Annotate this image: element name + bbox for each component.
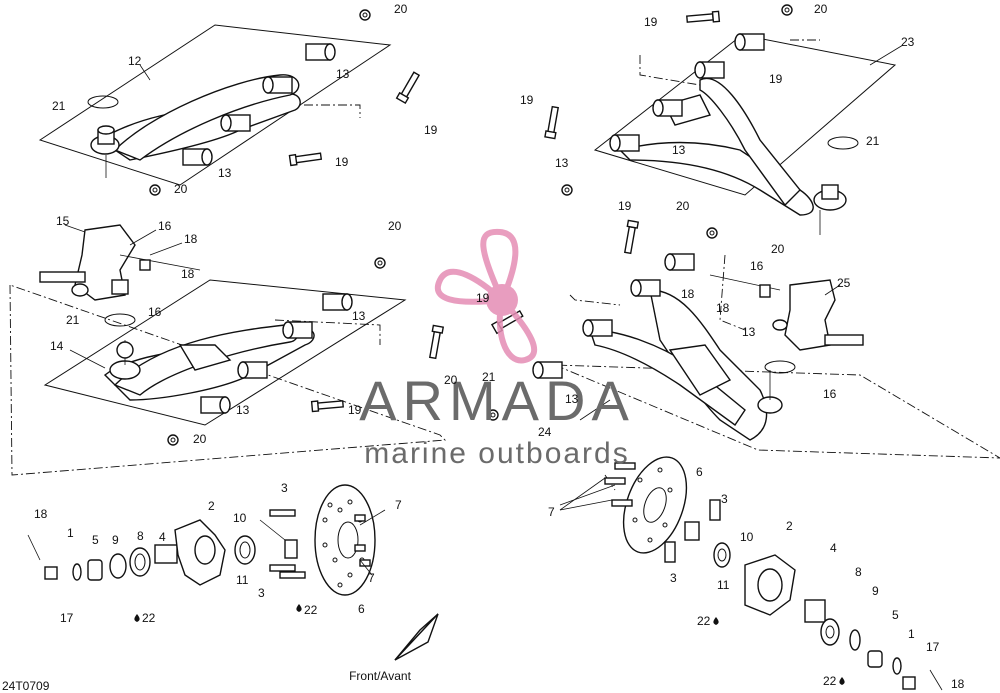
callout-label-20: 20 (814, 2, 828, 16)
callout-label-13: 13 (236, 403, 250, 417)
callout-label-2: 2 (786, 519, 793, 533)
callout-label-1: 1 (67, 526, 74, 540)
callout-label-20: 20 (193, 432, 207, 446)
callout-label-18: 18 (716, 301, 730, 315)
right-steering-knuckle (709, 274, 864, 351)
callout-label-20: 20 (676, 199, 690, 213)
callout-label-16: 16 (148, 305, 162, 319)
callout-label-8: 8 (137, 529, 144, 543)
right-upper-a-arm (618, 77, 847, 235)
nut-20-group (149, 4, 793, 446)
callout-label-18: 18 (681, 287, 695, 301)
callout-label-13: 13 (218, 166, 232, 180)
callout-label-22: 22 (304, 603, 318, 617)
callout-label-23: 23 (901, 35, 915, 49)
callout-label-13: 13 (555, 156, 569, 170)
callout-label-20: 20 (771, 242, 785, 256)
callout-label-19: 19 (424, 123, 438, 137)
callout-label-13: 13 (565, 392, 579, 406)
callout-label-12: 12 (128, 54, 142, 68)
watermark-tagline: marine outboards (364, 437, 629, 470)
callout-label-7: 7 (368, 571, 375, 585)
callout-label-18: 18 (184, 232, 198, 246)
callout-label-18: 18 (951, 677, 965, 691)
callout-label-16: 16 (750, 259, 764, 273)
callout-label-22: 22 (823, 674, 837, 688)
callout-label-16: 16 (158, 219, 172, 233)
callout-label-5: 5 (892, 608, 899, 622)
callout-label-13: 13 (352, 309, 366, 323)
bushing-13-group (182, 33, 765, 414)
callout-label-25: 25 (837, 276, 851, 290)
retaining-ring-21-group (87, 95, 859, 374)
callout-label-3: 3 (258, 586, 265, 600)
callout-label-10: 10 (740, 530, 754, 544)
drawing-code: 24T0709 (2, 679, 50, 693)
callout-label-15: 15 (56, 214, 70, 228)
propeller-logo (435, 228, 538, 364)
callout-label-2: 2 (208, 499, 215, 513)
callout-label-20: 20 (174, 182, 188, 196)
callout-label-9: 9 (872, 584, 879, 598)
leader-lines (64, 44, 904, 576)
callout-label-13: 13 (336, 67, 350, 81)
watermark-brand: ARMADA (359, 369, 635, 432)
callout-label-21: 21 (66, 313, 80, 327)
callout-label-17: 17 (926, 640, 940, 654)
left-steering-knuckle (39, 224, 201, 301)
callout-label-6: 6 (696, 465, 703, 479)
callout-label-19: 19 (618, 199, 632, 213)
callout-label-19: 19 (348, 403, 362, 417)
callout-label-24: 24 (538, 425, 552, 439)
callout-label-22: 22 (142, 611, 156, 625)
callout-label-4: 4 (159, 530, 166, 544)
callout-label-11: 11 (717, 578, 730, 592)
callout-label-3: 3 (670, 571, 677, 585)
callout-label-16: 16 (823, 387, 837, 401)
bolt-19-group (288, 10, 721, 413)
callout-label-4: 4 (830, 541, 837, 555)
callout-label-13: 13 (672, 143, 686, 157)
armada-watermark: ARMADA marine outboards (359, 228, 635, 470)
callout-label-13: 13 (742, 325, 756, 339)
callout-label-20: 20 (388, 219, 402, 233)
callout-label-10: 10 (233, 511, 247, 525)
callout-label-7: 7 (548, 505, 555, 519)
right-hub-assembly (604, 456, 943, 691)
callout-label-7: 7 (395, 498, 402, 512)
callout-label-18: 18 (181, 267, 195, 281)
callout-label-21: 21 (866, 134, 880, 148)
callout-label-20: 20 (394, 2, 408, 16)
callout-label-19: 19 (769, 72, 783, 86)
callout-label-3: 3 (281, 481, 288, 495)
callout-label-1: 1 (908, 627, 915, 641)
direction-label: Front/Avant (349, 669, 411, 683)
left-hub-assembly (27, 484, 376, 596)
callout-label-19: 19 (520, 93, 534, 107)
callout-label-5: 5 (92, 533, 99, 547)
callout-label-21: 21 (52, 99, 66, 113)
left-lower-a-arm (103, 324, 315, 401)
front-direction-arrow (394, 613, 439, 661)
callout-label-17: 17 (60, 611, 74, 625)
callout-label-3: 3 (721, 492, 728, 506)
callout-label-19: 19 (644, 15, 658, 29)
callout-label-9: 9 (112, 533, 119, 547)
callout-label-20: 20 (444, 373, 458, 387)
callout-label-14: 14 (50, 339, 64, 353)
callout-label-18: 18 (34, 507, 48, 521)
callout-label-11: 11 (236, 573, 249, 587)
callout-label-19: 19 (335, 155, 349, 169)
callout-label-8: 8 (855, 565, 862, 579)
oil-drop-icons (134, 604, 845, 685)
callout-label-22: 22 (697, 614, 711, 628)
callout-label-19: 19 (476, 291, 490, 305)
callout-label-6: 6 (358, 602, 365, 616)
left-upper-a-arm (90, 74, 301, 178)
callout-label-21: 21 (482, 370, 496, 384)
right-lower-a-arm (589, 289, 783, 441)
